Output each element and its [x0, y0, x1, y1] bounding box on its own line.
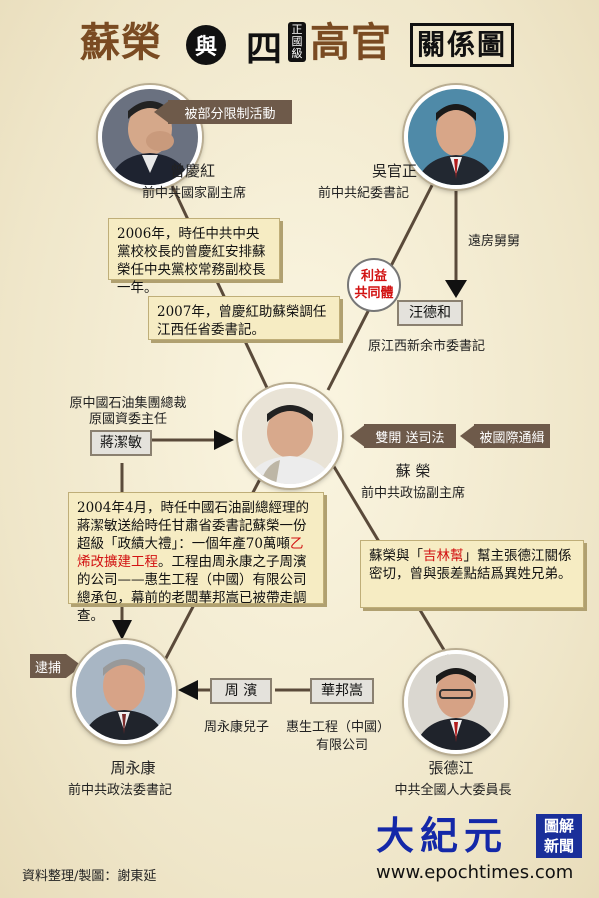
- note-zhang-text-b: 」幫主張德江關係密切，曾與張差點結爲異姓兄弟。: [369, 548, 572, 582]
- infographic-badge: 圖解 新聞: [536, 814, 582, 858]
- note-zhang-text-a: 蘇榮與「: [369, 548, 423, 564]
- arrow-down-zhou: [112, 620, 132, 640]
- interest-line-1: 利益: [360, 269, 387, 284]
- box-jiang: 蔣潔敏: [90, 430, 152, 456]
- name-wu: 吳官正: [372, 162, 418, 180]
- title-level-badge: 正國級: [288, 22, 306, 62]
- title-relation: 關係圖: [410, 23, 515, 67]
- title-zhou: 前中共政法委書記: [67, 783, 172, 798]
- arrow-right-su: [214, 430, 234, 450]
- title-yu: 與: [186, 25, 226, 65]
- title-wu: 前中共紀委書記: [318, 186, 410, 201]
- title-jiang-1: 原中國石油集團總裁: [69, 396, 187, 411]
- label-company-1: 惠生工程（中國）: [286, 720, 391, 735]
- title-zhang: 中共全國人大委員長: [394, 783, 512, 798]
- note-2004-text-b: 。工程由周永康之子周濱的公司——惠生工程（中國）有限公司總承包，幕前的老闆華邦嵩…: [77, 554, 307, 624]
- box-wang: 汪德和: [397, 300, 463, 326]
- note-zhang-highlight: 吉林幫: [423, 548, 464, 564]
- title-wang: 原江西新余市委書記: [368, 339, 486, 354]
- double-expel-arrow-icon: [350, 424, 366, 448]
- portrait-zhou: [72, 640, 176, 744]
- wanted-arrow-icon: [460, 424, 476, 448]
- title-jiang-2: 原國資委主任: [88, 412, 167, 427]
- interest-community-badge: 利益 共同體: [347, 258, 401, 312]
- box-hua: 華邦嵩: [310, 678, 374, 704]
- note-zhang: 蘇榮與「吉林幫」幫主張德江關係密切，曾與張差點結爲異姓兄弟。: [360, 540, 584, 608]
- title-su-rong: 蘇榮: [80, 20, 162, 66]
- box-zhou-bin: 周 濱: [210, 678, 272, 704]
- title-zeng: 前中共國家副主席: [142, 186, 247, 201]
- label-company-2: 有限公司: [316, 738, 369, 753]
- name-su: 蘇 榮: [395, 462, 431, 480]
- note-2004-highlight: 乙烯改擴建工程: [77, 536, 304, 570]
- arrow-left-zhou: [178, 680, 198, 700]
- brand-logo: 大紀元: [376, 814, 509, 858]
- name-zeng: 曾慶紅: [170, 162, 216, 180]
- badge-line-1: 圖解: [543, 817, 574, 835]
- note-2004: 2004年4月，時任中國石油副總經理的蔣潔敏送給時任甘肅省委書記蘇榮一份超級「政…: [68, 492, 324, 624]
- badge-line-2: 新聞: [543, 837, 574, 855]
- arrested-arrow-icon: [66, 654, 82, 678]
- tag-wanted: 被國際通緝: [474, 424, 550, 448]
- note-2006: 2006年，時任中共中央黨校校長的曾慶紅安排蘇榮任中央黨校常務副校長一年。: [108, 218, 280, 296]
- label-distant-uncle: 遠房舅舅: [468, 234, 521, 249]
- name-zhang: 張德江: [428, 759, 474, 777]
- title-su: 前中共政協副主席: [360, 486, 465, 501]
- credit: 資料整理/製圖：謝東延: [22, 869, 157, 884]
- tag-arrested: 逮捕: [30, 654, 66, 678]
- site-url[interactable]: www.epochtimes.com: [376, 862, 574, 883]
- portrait-su: [238, 384, 342, 488]
- note-2004-text-a: 2004年4月，時任中國石油副總經理的蔣潔敏送給時任甘肅省委書記蘇榮一份超級「政…: [77, 500, 309, 552]
- tag-restricted: 被部分限制活動: [168, 100, 292, 124]
- title-si: 四: [246, 29, 283, 70]
- label-zhou-bin-desc: 周永康兒子: [204, 720, 270, 735]
- portrait-zhang: [404, 650, 508, 754]
- tag-double-expel: 雙開 送司法: [364, 424, 456, 448]
- portrait-wu: [404, 85, 508, 189]
- arrow-down-wang: [445, 280, 467, 298]
- note-2007: 2007年，曾慶紅助蘇榮調任江西任省委書記。: [148, 296, 340, 340]
- interest-line-2: 共同體: [354, 286, 394, 301]
- title-gaoguan: 高官: [310, 20, 392, 66]
- name-zhou: 周永康: [110, 759, 156, 777]
- tag-restricted-arrow-icon: [154, 100, 170, 124]
